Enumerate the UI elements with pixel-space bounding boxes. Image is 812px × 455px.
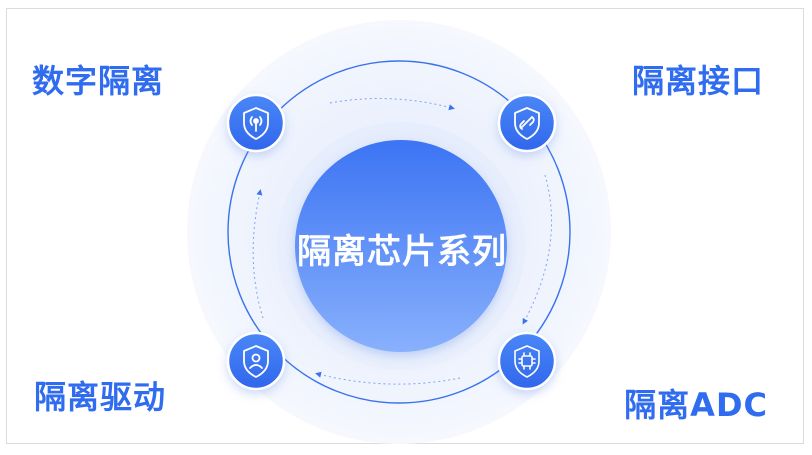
node-isolation-adc[interactable] (497, 331, 557, 391)
label-isolation-interface: 隔离接口 (631, 62, 764, 100)
arrow-right (522, 174, 553, 325)
shield-user-icon (243, 345, 269, 378)
arrow-top (329, 98, 455, 111)
shield-chip-icon (514, 345, 540, 378)
node-digital-isolation[interactable] (226, 93, 286, 153)
center-title: 隔离芯片系列 (297, 232, 507, 272)
label-isolation-driver: 隔离驱动 (34, 378, 167, 416)
label-isolation-adc: 隔离ADC (624, 386, 768, 424)
arrow-left (252, 189, 264, 319)
shield-link-icon (514, 107, 540, 140)
main-ring (227, 60, 571, 404)
center-circle (295, 140, 507, 352)
node-isolation-interface[interactable] (497, 93, 557, 153)
label-digital-isolation: 数字隔离 (32, 62, 165, 100)
arrow-bottom (315, 371, 461, 385)
shield-signal-icon (243, 107, 269, 140)
node-isolation-driver[interactable] (226, 331, 286, 391)
